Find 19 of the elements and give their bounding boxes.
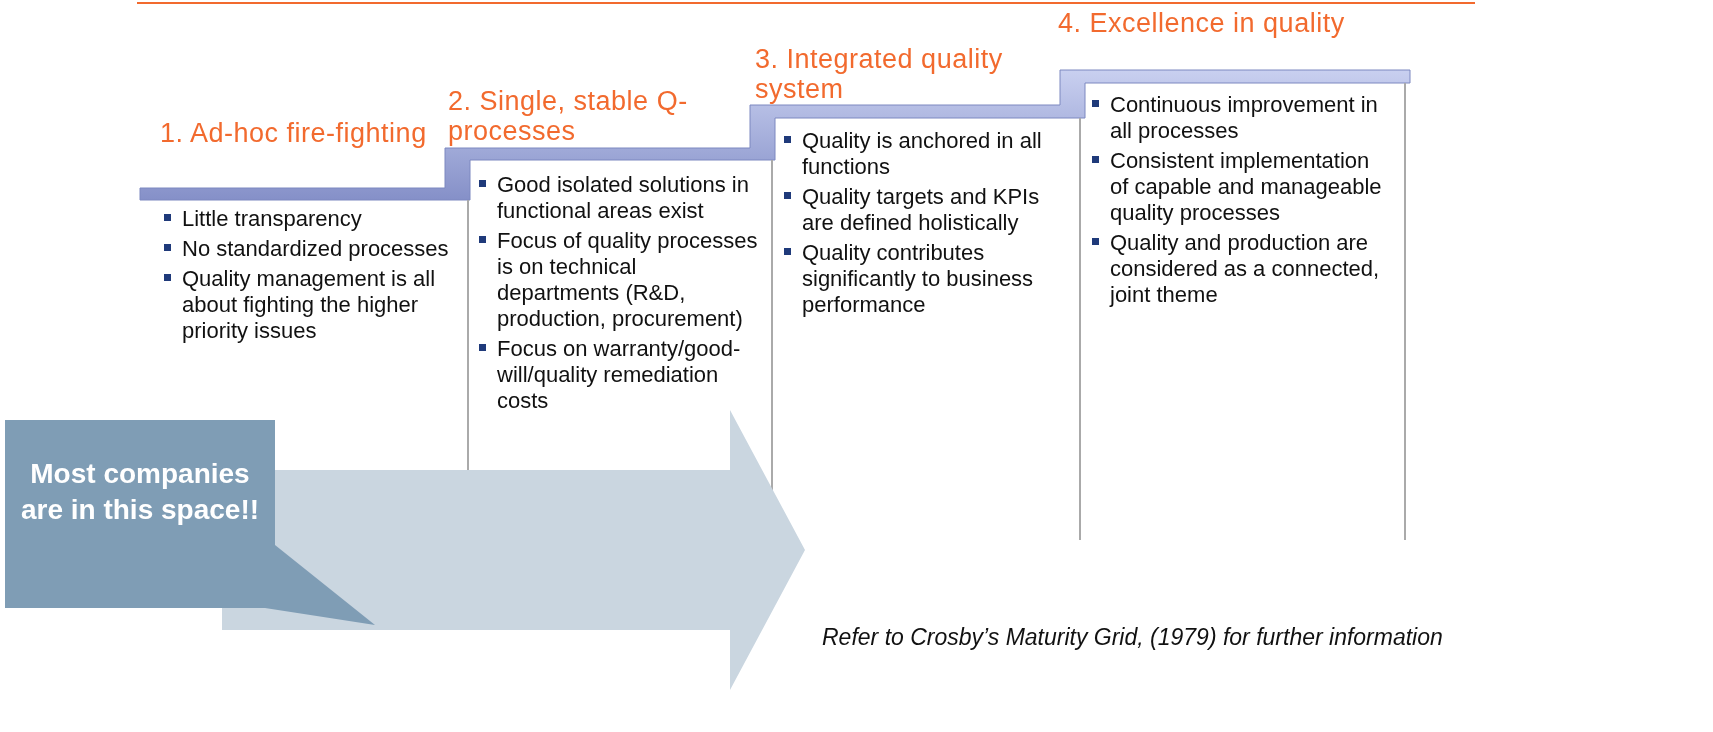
bullet-text: Consistent implementation of capable and manageable quality processes (1088, 147, 1393, 226)
stage-heading: 3. Integrated quality system (755, 44, 1004, 105)
bullet-text: Quality is anchored in all functions (780, 128, 1070, 180)
callout-bubble (5, 420, 377, 626)
bullet-text: Quality management is all about fighting the higher priority issues (160, 265, 460, 344)
bullet-text: No standardized processes (160, 235, 460, 262)
bullet-text: Focus of quality processes is on technical departments (R&D, production, procurement) (475, 227, 758, 332)
callout-text: Most companies are in this space!! (19, 457, 261, 528)
stage-heading: 2. Single, stable Q- processes (448, 86, 689, 147)
stage-heading: 1. Ad-hoc fire-fighting (160, 118, 428, 149)
reference-note: Refer to Crosby’s Maturity Grid, (1979) for further information (822, 624, 1443, 651)
bullet-text: Continuous improvement in all processes (1088, 92, 1393, 144)
bullet-text: Quality targets and KPIs are defined holistically (780, 183, 1070, 236)
bullet-text: Little transparency (160, 206, 460, 232)
stage-heading: 4. Excellence in quality (1058, 8, 1346, 39)
bullet-text: Quality contributes significantly to business performance (780, 239, 1070, 318)
bullet-text: Focus on warranty/good-will/quality remediation costs (475, 335, 758, 414)
bullet-text: Good isolated solutions in functional areas exist (475, 172, 758, 224)
bullet-text: Quality and production are considered as a connected, joint theme (1088, 229, 1393, 308)
